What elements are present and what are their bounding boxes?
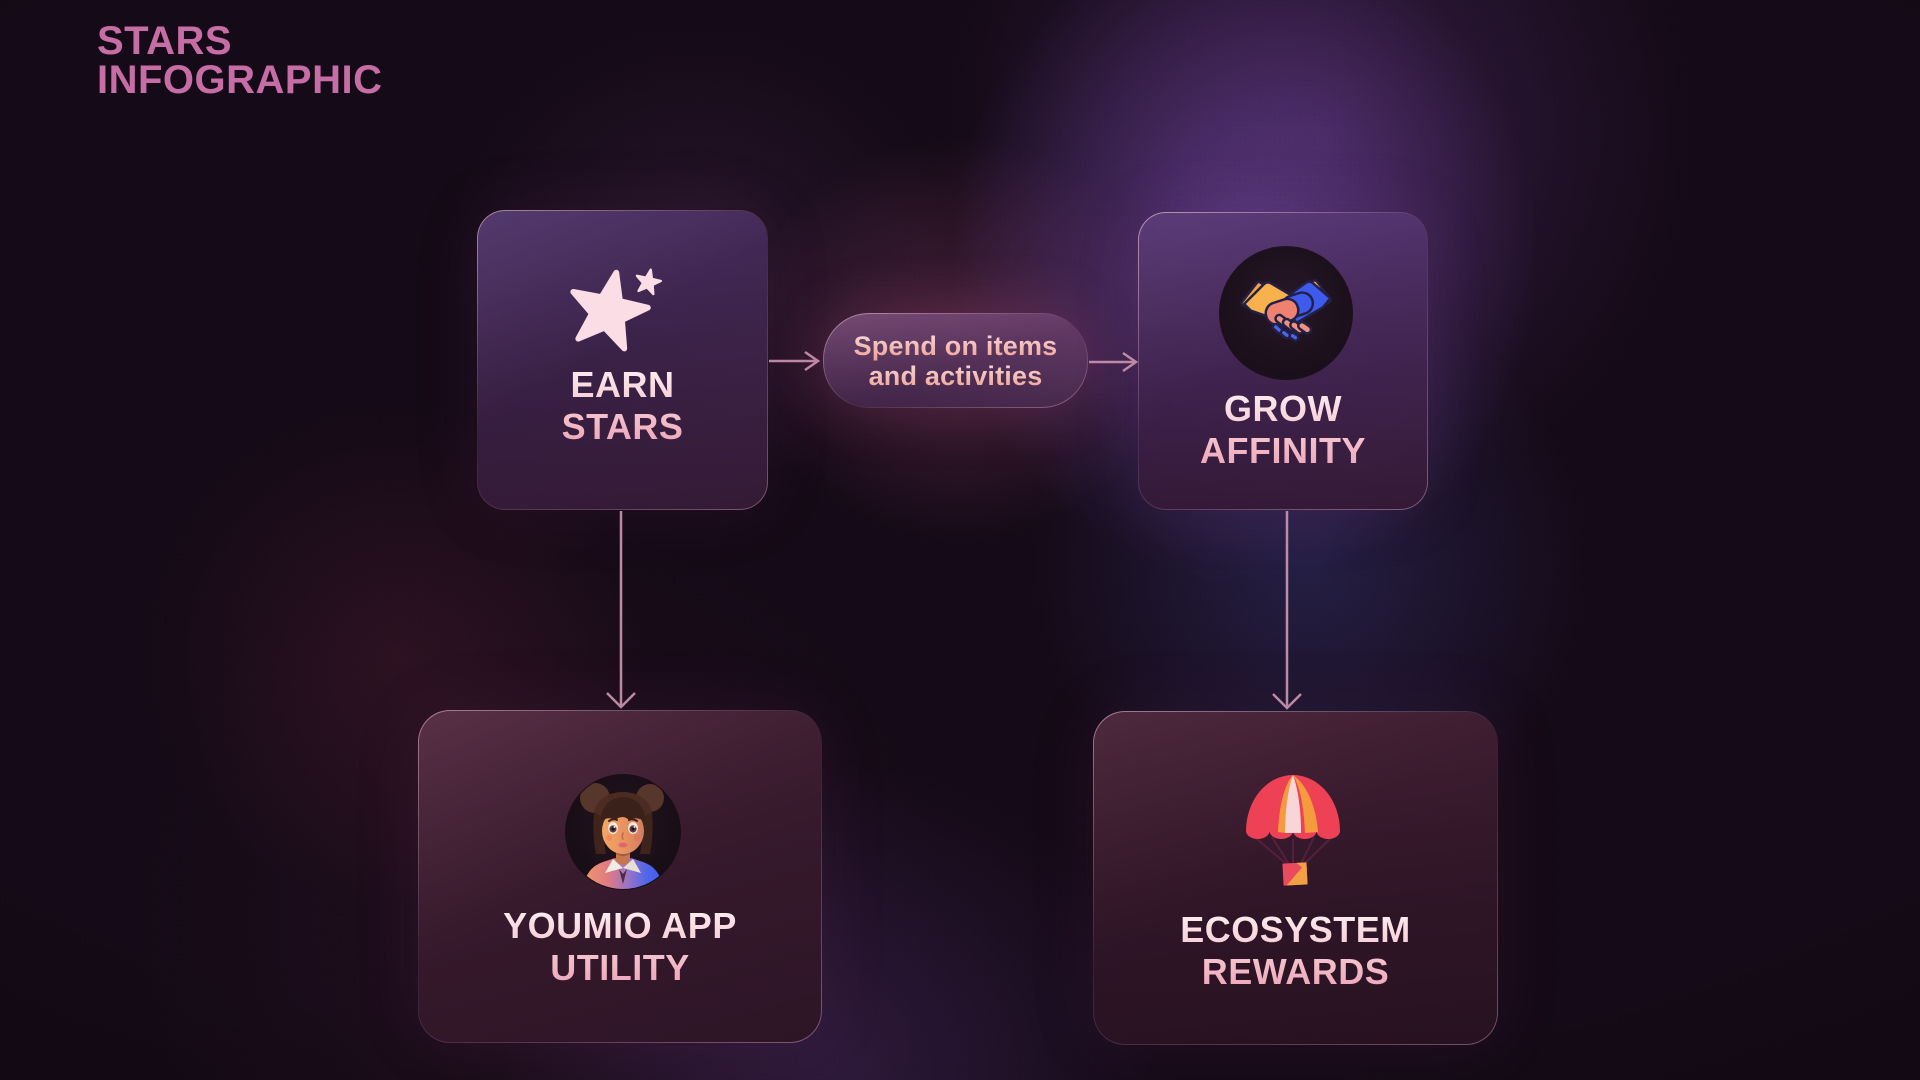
- girl-avatar-icon: [580, 783, 664, 889]
- handshake-icon: [1240, 279, 1332, 342]
- connector-spend-pill: Spend on items and activities: [823, 313, 1088, 408]
- connector-label-line2: and activities: [868, 360, 1043, 391]
- node-earn-stars: EARN STARS: [477, 210, 768, 510]
- node-ecosystem-label: ECOSYSTEM REWARDS: [1094, 909, 1497, 993]
- page-title-line2: INFOGRAPHIC: [97, 58, 383, 102]
- node-youmio-label: YOUMIO APP UTILITY: [419, 905, 821, 989]
- node-ecosystem-rewards: ECOSYSTEM REWARDS: [1093, 711, 1498, 1045]
- parachute-airdrop-icon: [1246, 775, 1340, 886]
- node-youmio-app-utility: YOUMIO APP UTILITY: [418, 710, 822, 1043]
- handshake-icon-circle: [1219, 246, 1353, 380]
- node-grow-affinity-label: GROW AFFINITY: [1139, 388, 1427, 472]
- connector-label-line1: Spend on items: [853, 330, 1058, 361]
- girl-avatar-icon-circle: [565, 774, 681, 890]
- page-title-line1: STARS: [97, 19, 233, 63]
- page-title: STARS INFOGRAPHIC: [97, 19, 383, 102]
- node-earn-stars-label: EARN STARS: [478, 364, 767, 448]
- star-icon: [570, 268, 663, 352]
- node-grow-affinity: GROW AFFINITY: [1138, 212, 1428, 510]
